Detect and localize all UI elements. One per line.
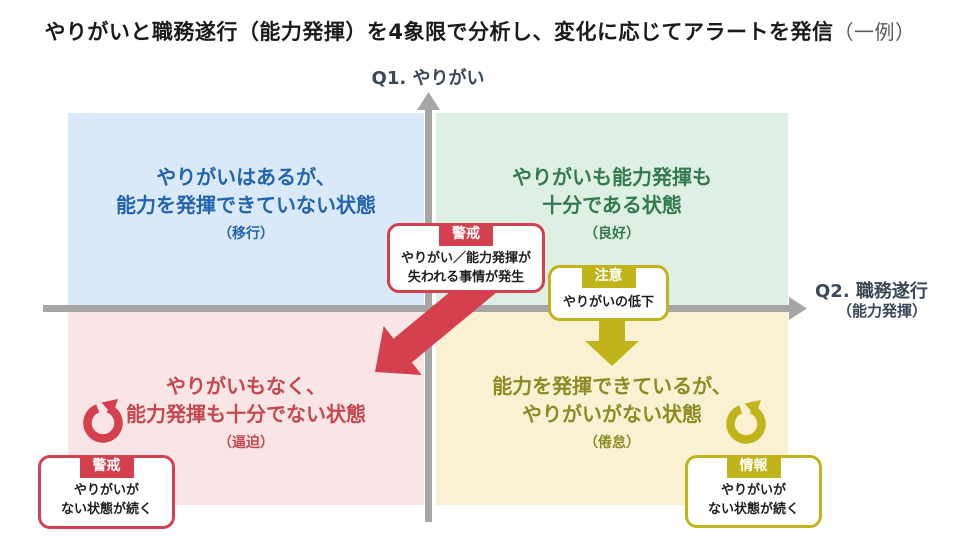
- x-axis-line: [43, 305, 791, 312]
- loop-arrow-icon: [83, 399, 123, 443]
- x-axis-arrowhead-icon: [789, 297, 807, 320]
- y-axis-label: Q1. やりがい: [371, 68, 485, 89]
- alert-text-line: ない状態が続く: [60, 501, 152, 517]
- alert-text-line: ない状態が続く: [707, 501, 799, 517]
- quadrant-tag: （逼迫）: [218, 434, 274, 451]
- quadrant-tag: （倦怠）: [584, 434, 640, 451]
- quadrant-bottom-left: やりがいもなく、 能力発揮も十分でない状態 （逼迫）: [68, 312, 424, 505]
- alert-text-line: 失われる事情が発生: [407, 269, 525, 285]
- quadrant-label-line: やりがいがない状態: [522, 401, 702, 426]
- quadrant-label-line: やりがいも能力発揮も: [512, 165, 712, 189]
- quadrant-label-line: 能力発揮も十分でない状態: [126, 401, 366, 426]
- alert-level-badge: 注意: [581, 265, 636, 288]
- quadrant-label-line: やりがいもなく、: [166, 373, 326, 398]
- page-title-main: やりがいと職務遂行（能力発揮）を4象限で分析し、変化に応じてアラートを発信: [44, 20, 834, 44]
- alert-callout-mid-right: 注意 やりがいの低下: [548, 265, 669, 321]
- y-axis-line: [425, 104, 432, 522]
- page-title: やりがいと職務遂行（能力発揮）を4象限で分析し、変化に応じてアラートを発信（一例…: [0, 16, 960, 46]
- x-axis-label-main: Q2. 職務遂行: [815, 281, 928, 302]
- quadrant-tag: （移行）: [218, 226, 274, 242]
- quadrant-label-line: 能力を発揮できているが、: [492, 373, 732, 398]
- x-axis-label-sub: （能力発揮）: [837, 301, 928, 320]
- quadrant-top-left: やりがいはあるが、 能力を発揮できていない状態 （移行）: [68, 113, 424, 305]
- alert-callout-text: やりがいの低下: [551, 294, 666, 313]
- alert-text-line: やりがい／能力発揮が: [400, 251, 531, 266]
- alert-callout-center: 警戒 やりがい／能力発揮が 失われる事情が発生: [387, 223, 545, 293]
- alert-text-line: やりがいが: [73, 483, 139, 498]
- alert-callout-bottom-right: 情報 やりがいが ない状態が続く: [685, 455, 822, 528]
- alert-callout-text: やりがいが ない状態が続く: [41, 482, 172, 520]
- quadrant-label-line: やりがいはあるが、: [156, 165, 336, 189]
- page-title-suffix: （一例）: [833, 20, 916, 44]
- alert-callout-bottom-left: 警戒 やりがいが ない状態が続く: [38, 455, 175, 529]
- quadrant-tag: （良好）: [584, 226, 640, 242]
- alert-callout-text: やりがいが ない状態が続く: [688, 482, 819, 520]
- alert-text-line: やりがいの低下: [562, 295, 654, 310]
- alert-callout-text: やりがい／能力発揮が 失われる事情が発生: [390, 250, 542, 288]
- alert-level-badge: 警戒: [439, 223, 493, 246]
- loop-arrow-icon: [726, 400, 766, 444]
- quadrant-label-line: 能力を発揮できていない状態: [116, 193, 376, 217]
- alert-level-badge: 情報: [726, 455, 781, 478]
- quadrant-label-line: 十分である状態: [542, 193, 682, 217]
- x-axis-label: Q2. 職務遂行 （能力発揮）: [815, 281, 960, 320]
- alert-text-line: やりがいが: [720, 483, 786, 498]
- y-axis-arrowhead-icon: [417, 92, 440, 110]
- alert-level-badge: 警戒: [79, 455, 134, 478]
